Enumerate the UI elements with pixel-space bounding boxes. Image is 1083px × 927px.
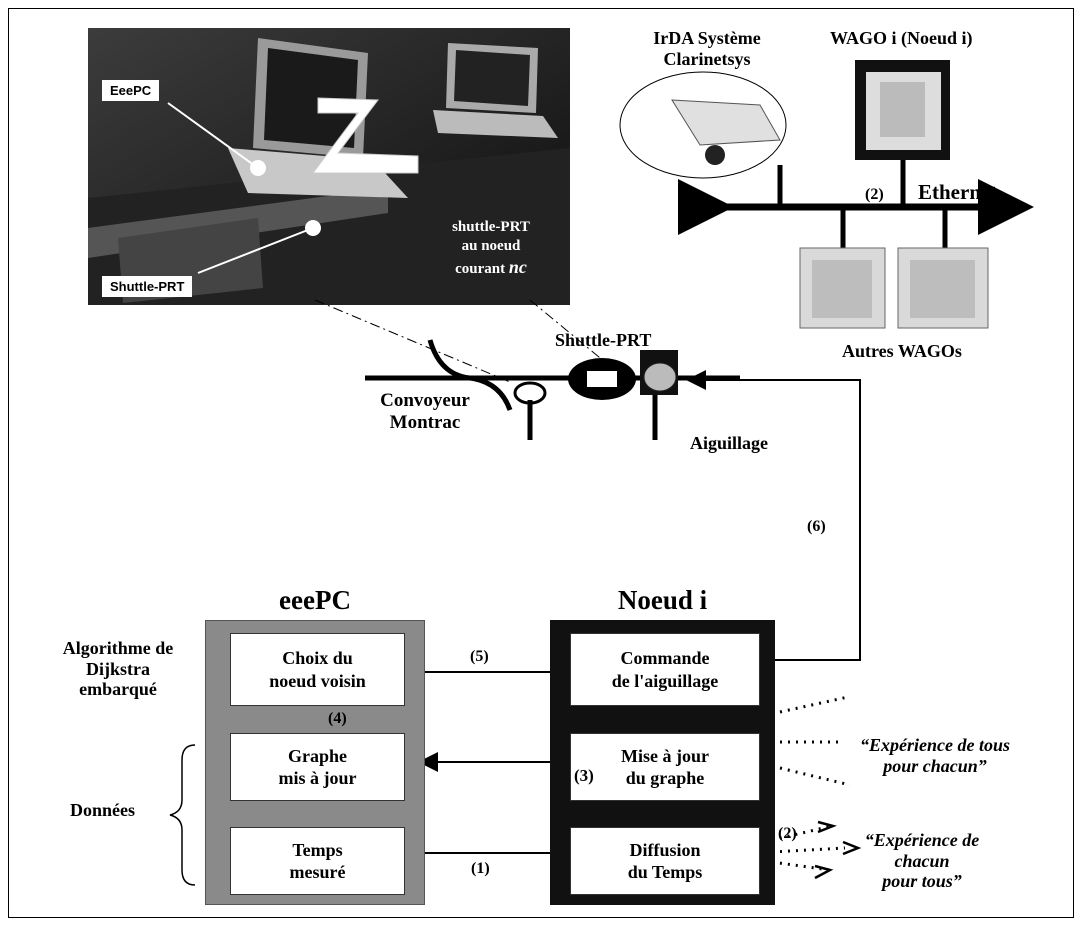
quote2-line-2: chacun bbox=[894, 850, 950, 871]
mise-line-2: du graphe bbox=[625, 768, 705, 788]
autres-wagos-label: Autres WAGOs bbox=[842, 341, 962, 361]
shuttle-window bbox=[587, 371, 617, 387]
irda-label: IrDA Système Clarinetsys bbox=[632, 28, 782, 69]
choix-line-1: Choix du bbox=[282, 648, 353, 668]
irda-line-2: Clarinetsys bbox=[663, 48, 751, 69]
step-4: (4) bbox=[328, 710, 347, 727]
quote1-line-1: “Expérience de tous bbox=[860, 735, 1010, 755]
donnees-label: Données bbox=[70, 800, 136, 820]
step-1: (1) bbox=[471, 860, 490, 877]
commande-line-2: de l'aiguillage bbox=[611, 670, 719, 691]
quote-tous-pour-chacun: “Expérience de tous pour chacun” bbox=[825, 735, 1045, 776]
noeud-title: Noeud i bbox=[617, 585, 708, 615]
algorithme-label: Algorithme de Dijkstra embarqué bbox=[38, 638, 198, 700]
caption-courant: courant bbox=[455, 260, 506, 277]
algo-line-3: embarqué bbox=[79, 679, 157, 700]
irda-line-1: IrDA Système bbox=[653, 28, 761, 48]
convoyeur-label: Convoyeur Montrac bbox=[365, 390, 485, 434]
step-5: (5) bbox=[470, 648, 489, 665]
graphe-line-1: Graphe bbox=[287, 745, 347, 766]
data-brace bbox=[169, 744, 196, 886]
convoyeur-line-1: Convoyeur bbox=[380, 390, 470, 411]
step-2-top: (2) bbox=[865, 186, 884, 203]
shuttle-tag: Shuttle-PRT bbox=[102, 276, 193, 297]
aiguillage-label: Aiguillage bbox=[690, 433, 769, 453]
caption-variable: nc bbox=[508, 256, 527, 277]
quote-chacun-pour-tous: “Expérience de chacun pour tous” bbox=[842, 830, 1002, 892]
quote1-line-2: pour chacun” bbox=[883, 755, 987, 776]
photo-link-right bbox=[529, 299, 606, 363]
graphe-line-2: mis à jour bbox=[278, 768, 357, 788]
algo-line-1: Algorithme de bbox=[62, 638, 174, 658]
eeepc-tag: EeePC bbox=[102, 80, 160, 101]
step-3: (3) bbox=[574, 766, 594, 785]
outer-frame bbox=[8, 8, 1074, 918]
aiguillage-switch bbox=[643, 362, 677, 392]
irda-sensor bbox=[705, 145, 725, 165]
choix-line-2: noeud voisin bbox=[269, 670, 366, 691]
irda-device bbox=[671, 99, 781, 146]
diffusion-line-1: Diffusion bbox=[629, 839, 701, 860]
quote2-line-1: “Expérience de bbox=[864, 830, 980, 850]
arrow-step-6 bbox=[686, 370, 861, 661]
eeepc-title: eeePC bbox=[279, 585, 351, 615]
caption-line-1: shuttle-PRT bbox=[452, 219, 530, 235]
step-2-bottom: (2) bbox=[778, 825, 797, 842]
quote2-line-3: pour tous” bbox=[882, 871, 962, 892]
wago-other-a bbox=[799, 247, 886, 329]
shuttle-label: Shuttle-PRT bbox=[555, 330, 652, 350]
temps-line-1: Temps bbox=[292, 839, 343, 860]
broadcast-arrowheads bbox=[814, 820, 862, 880]
wago-label: WAGO i (Noeud i) bbox=[830, 28, 973, 48]
step-6: (6) bbox=[807, 518, 826, 535]
convoyeur-line-2: Montrac bbox=[389, 411, 461, 433]
ethernet-label: Ethernet bbox=[918, 180, 998, 204]
photo-link-left bbox=[314, 299, 511, 383]
caption-line-2: au noeud bbox=[461, 237, 521, 254]
temps-line-2: mesuré bbox=[289, 862, 346, 882]
wago-top-device bbox=[855, 60, 950, 160]
photo-caption: shuttle-PRT au noeud courant nc bbox=[416, 218, 566, 278]
caption-line-3: courant nc bbox=[416, 256, 566, 279]
platform-photo: EeePC Shuttle-PRT shuttle-PRT au noeud c… bbox=[88, 28, 570, 305]
mise-line-1: Mise à jour bbox=[621, 745, 709, 766]
dotted-rays bbox=[771, 695, 851, 872]
algo-line-2: Dijkstra bbox=[86, 658, 150, 679]
diffusion-line-2: du Temps bbox=[627, 862, 703, 882]
wago-other-b bbox=[897, 247, 989, 329]
commande-line-1: Commande bbox=[620, 648, 710, 668]
